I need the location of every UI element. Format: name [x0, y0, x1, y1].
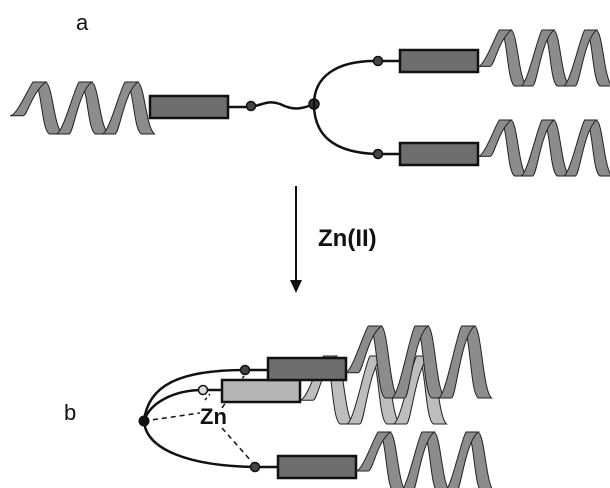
helix-left — [9, 81, 156, 135]
helix-ribbon-segment — [499, 119, 528, 177]
coordination-line-2 — [221, 427, 253, 463]
helix-ribbon-segment — [461, 325, 493, 399]
linker-left — [228, 101, 315, 110]
junction-dot-b-upper — [239, 364, 251, 376]
junction-dot-lower — [372, 148, 384, 160]
helix-ribbon-segment — [477, 29, 513, 67]
helix-ribbon-segment — [55, 81, 94, 135]
panel-b: Zn — [138, 325, 493, 488]
helix-b-upper — [344, 325, 493, 399]
reagent-label: Zn(II) — [318, 225, 377, 252]
linker-lower — [312, 103, 400, 156]
helix-ribbon-segment — [499, 29, 528, 87]
peptide-block-b-lower — [276, 454, 358, 480]
peptide-block-lower — [398, 141, 480, 167]
helix-ribbon-segment — [355, 431, 392, 472]
helix-lower — [477, 119, 610, 177]
helix-ribbon-segment — [391, 325, 430, 399]
helix-ribbon-segment — [477, 119, 513, 157]
panel-a-label: a — [76, 10, 89, 35]
helix-ribbon-segment — [377, 431, 405, 488]
junction-dot-b-lower — [249, 461, 261, 473]
helix-ribbon-segment — [520, 119, 556, 177]
junction-dot-left — [245, 100, 257, 112]
linker-upper — [312, 59, 400, 105]
helix-ribbon-segment — [562, 29, 599, 87]
helix-ribbon-segment — [9, 81, 48, 117]
helix-ribbon-segment — [367, 325, 400, 399]
panel-a — [9, 29, 610, 177]
junction-dot-upper — [372, 55, 384, 67]
helix-ribbon-segment — [584, 29, 610, 87]
helix-ribbon-segment — [446, 431, 480, 488]
helix-ribbon-segment — [465, 431, 493, 488]
helix-ribbon-segment — [562, 119, 599, 177]
coordination-line-4 — [204, 393, 211, 401]
linker-b-lower — [142, 420, 278, 469]
helix-ribbon-segment — [520, 29, 556, 87]
metal-label: Zn — [200, 404, 227, 429]
linker-b-upper — [142, 368, 268, 422]
helix-ribbon-segment — [402, 431, 436, 488]
helix-ribbon-segment — [124, 81, 156, 135]
peptide-block-b-middle — [220, 378, 302, 404]
helix-ribbon-segment — [584, 119, 610, 177]
peptide-block-upper — [398, 48, 480, 74]
helix-ribbon-segment — [421, 431, 449, 488]
peptide-block-left — [148, 94, 230, 120]
panel-b-label: b — [64, 400, 76, 425]
peptide-block-b-upper — [266, 356, 348, 382]
helix-b-lower — [355, 431, 493, 488]
junction-dot-b-middle — [197, 384, 209, 396]
helix-ribbon-segment — [101, 81, 140, 135]
reaction-arrow — [290, 186, 302, 293]
helix-upper — [477, 29, 610, 87]
helix-ribbon-segment — [437, 325, 477, 399]
helix-ribbon-segment — [344, 325, 383, 374]
coordination-line-1 — [143, 412, 201, 422]
